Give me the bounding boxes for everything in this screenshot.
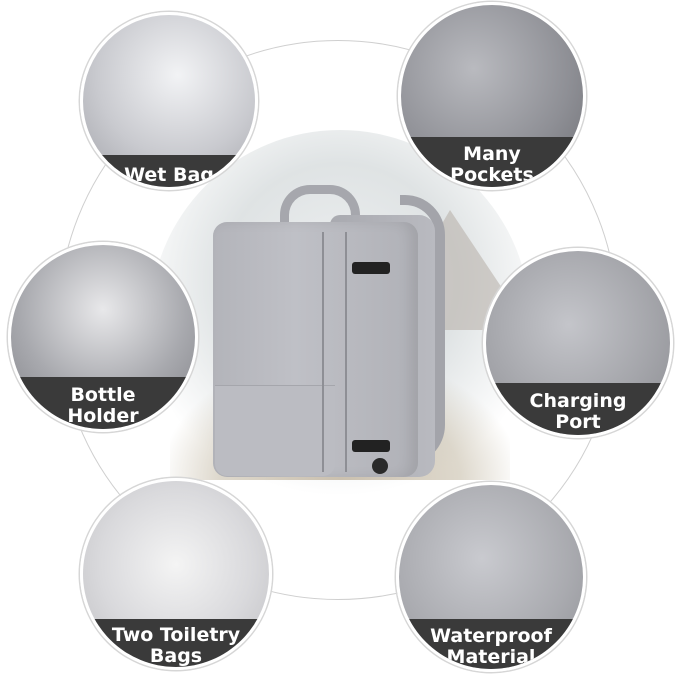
feature-label: Port xyxy=(555,411,601,433)
feature-label: Charging xyxy=(529,390,627,412)
charging-port-icon xyxy=(372,458,388,474)
feature-label: Wet Bag xyxy=(124,163,214,186)
feature-label: Holder xyxy=(67,405,139,427)
feature-label: Two Toiletry xyxy=(111,624,241,646)
feature-label: Material xyxy=(446,646,536,668)
feature-label: Bags xyxy=(149,645,203,667)
feature-label: Waterproof xyxy=(430,625,552,647)
feature-label: Pockets xyxy=(450,164,534,186)
feature-label: Bottle xyxy=(70,384,136,406)
feature-label: Many xyxy=(463,143,521,165)
feature-wet-bag: Wet Bag xyxy=(80,12,258,190)
